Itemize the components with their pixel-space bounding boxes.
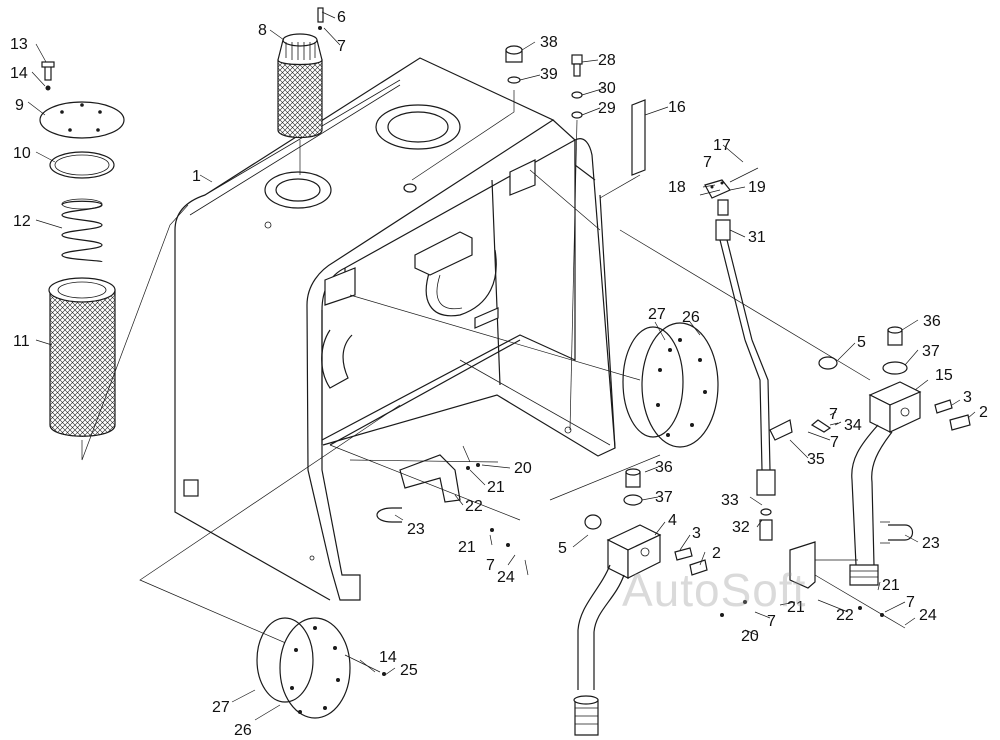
callout-6: 6 xyxy=(337,9,346,26)
breather-filter xyxy=(277,7,324,175)
callout-8: 8 xyxy=(258,22,267,39)
callout-26: 26 xyxy=(234,722,252,739)
callout-22: 22 xyxy=(836,607,854,624)
callout-36: 36 xyxy=(923,313,941,330)
lower-manifold xyxy=(549,454,884,736)
callout-14: 14 xyxy=(10,65,28,82)
callout-5: 5 xyxy=(857,334,866,351)
callout-7: 7 xyxy=(906,594,915,611)
callout-7: 7 xyxy=(829,406,838,423)
callout-3: 3 xyxy=(692,525,701,542)
callout-15: 15 xyxy=(935,367,953,384)
callout-30: 30 xyxy=(598,80,616,97)
callout-36: 36 xyxy=(655,459,673,476)
callout-7: 7 xyxy=(767,613,776,630)
filter-assembly xyxy=(39,61,189,461)
callout-21: 21 xyxy=(458,539,476,556)
callout-38: 38 xyxy=(540,34,558,51)
callout-4: 4 xyxy=(668,512,677,529)
callout-2: 2 xyxy=(979,404,988,421)
callout-28: 28 xyxy=(598,52,616,69)
callout-24: 24 xyxy=(497,569,515,586)
callout-35: 35 xyxy=(807,451,825,468)
callout-19: 19 xyxy=(748,179,766,196)
tank-body xyxy=(174,57,616,601)
callout-12: 12 xyxy=(13,213,31,230)
callout-9: 9 xyxy=(15,97,24,114)
callout-11: 11 xyxy=(13,333,30,350)
callout-21: 21 xyxy=(882,577,900,594)
callout-33: 33 xyxy=(721,492,739,509)
callout-25: 25 xyxy=(400,662,418,679)
callout-34: 34 xyxy=(844,417,862,434)
callout-23: 23 xyxy=(922,535,940,552)
side-cover-lower xyxy=(256,617,386,719)
callout-7: 7 xyxy=(337,38,346,55)
callout-2: 2 xyxy=(712,545,721,562)
hose-assembly xyxy=(529,167,871,541)
callout-5: 5 xyxy=(558,540,567,557)
callout-18: 18 xyxy=(668,179,686,196)
callout-24: 24 xyxy=(919,607,937,624)
callout-26: 26 xyxy=(682,309,700,326)
top-fittings xyxy=(411,45,646,431)
callout-leaders xyxy=(27,11,976,721)
callout-37: 37 xyxy=(655,489,673,506)
callout-1: 1 xyxy=(192,168,201,185)
callout-27: 27 xyxy=(212,699,230,716)
callout-16: 16 xyxy=(668,99,686,116)
callout-20: 20 xyxy=(514,460,532,477)
side-cover-upper xyxy=(349,294,719,448)
callout-21: 21 xyxy=(787,599,805,616)
callout-37: 37 xyxy=(922,343,940,360)
callout-29: 29 xyxy=(598,100,616,117)
callout-21: 21 xyxy=(487,479,505,496)
callout-7: 7 xyxy=(703,154,712,171)
callout-32: 32 xyxy=(732,519,750,536)
callout-39: 39 xyxy=(540,66,558,83)
callout-labels: 13 14 9 10 12 11 8 6 7 1 38 39 28 30 29 … xyxy=(10,9,988,739)
callout-31: 31 xyxy=(748,229,766,246)
callout-7: 7 xyxy=(486,557,495,574)
callout-27: 27 xyxy=(648,306,666,323)
callout-13: 13 xyxy=(10,36,28,53)
callout-22: 22 xyxy=(465,498,483,515)
callout-23: 23 xyxy=(407,521,425,538)
callout-17: 17 xyxy=(713,137,731,154)
callout-3: 3 xyxy=(963,389,972,406)
right-manifold xyxy=(789,326,971,629)
callout-10: 10 xyxy=(13,145,31,162)
lower-bracket-left xyxy=(139,404,521,661)
callout-20: 20 xyxy=(741,628,759,645)
callout-7: 7 xyxy=(830,434,839,451)
callout-14: 14 xyxy=(379,649,397,666)
